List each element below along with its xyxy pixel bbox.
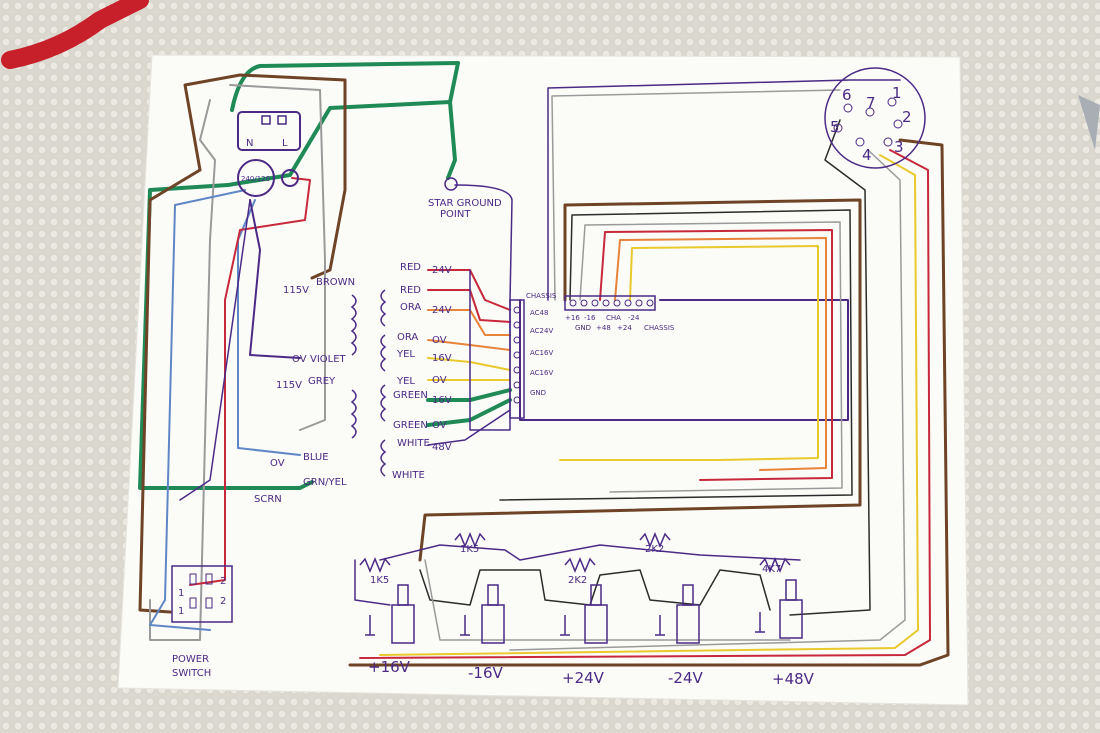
- sec-wire-1: RED: [400, 285, 421, 296]
- label-violet: VIOLET: [310, 354, 347, 365]
- switch-pin-1b: 1: [178, 606, 184, 617]
- sec-tap-0: 24V: [432, 265, 452, 276]
- resistors: [359, 532, 791, 573]
- label-brown: BROWN: [316, 277, 355, 288]
- power-switch: 1 2 1 2 POWER SWITCH: [171, 565, 233, 679]
- sec-wire-4: YEL: [396, 349, 415, 360]
- power-switch-label-2: SWITCH: [172, 668, 211, 679]
- scissors-blade: [1078, 95, 1100, 150]
- output-label-2: +24V: [562, 669, 605, 687]
- tb-left-2: AC24V: [530, 327, 553, 335]
- sec-wire-5: YEL: [396, 376, 415, 387]
- switch-pin-1a: 1: [178, 588, 184, 599]
- tb-left-1: AC48: [530, 309, 548, 317]
- xlr-pin-6: 6: [842, 86, 852, 104]
- label-grey: GREY: [308, 376, 336, 387]
- xlr-pin-7: 7: [866, 94, 876, 112]
- xlr-pin-4: 4: [862, 146, 872, 164]
- sec-tap-7: OV: [432, 420, 447, 431]
- label-blue: BLUE: [303, 452, 329, 463]
- tb-left-5: GND: [530, 389, 546, 397]
- sec-tap-5: OV: [432, 375, 447, 386]
- sec-tap-6: 16V: [432, 395, 452, 406]
- tb-top-1: -16: [584, 314, 596, 322]
- primary-labels: 115V BROWN OV VIOLET 115V GREY OV BLUE G…: [254, 277, 355, 505]
- tb-top-0: +16: [565, 314, 580, 322]
- label-ov-blue: OV: [270, 458, 285, 469]
- sec-tap-4: 16V: [432, 353, 452, 364]
- output-label-4: +48V: [772, 670, 815, 688]
- sec-wire-2: ORA: [400, 302, 421, 313]
- resistor-label-0: 1K5: [370, 575, 389, 586]
- tb-top-3: +48: [596, 324, 611, 332]
- resistor-labels: 1K5 1K5 2K2 2K2 4K7: [370, 544, 781, 586]
- sec-wire-9: WHITE: [392, 470, 425, 481]
- terminal-block-left: CHASSIS AC48 AC24V AC16V AC16V GND: [509, 292, 557, 419]
- sec-tap-8: 48V: [432, 442, 452, 453]
- xlr-pin-5: 5: [830, 118, 840, 136]
- label-scrn: SCRN: [254, 494, 282, 505]
- xlr-connector: 6 7 1 5 2 4 3: [824, 67, 926, 169]
- resistor-label-1: 1K5: [460, 544, 479, 555]
- xlr-pin-2: 2: [902, 108, 912, 126]
- label-115v-a: 115V: [283, 285, 309, 296]
- output-label-1: -16V: [468, 664, 503, 682]
- output-label-3: -24V: [668, 669, 703, 687]
- paper-sheet: [117, 54, 969, 706]
- resistor-label-4: 4K7: [762, 564, 781, 575]
- xlr-pin-1: 1: [892, 84, 902, 102]
- sec-tap-2: 24V: [432, 305, 452, 316]
- voltage-selector: 240/120: [237, 159, 299, 197]
- iec-n-label: N: [246, 138, 253, 149]
- tb-top-5: +24: [617, 324, 632, 332]
- sec-wire-3: ORA: [397, 332, 418, 343]
- iec-inlet: N L: [237, 111, 301, 151]
- tb-left-0: CHASSIS: [526, 292, 557, 300]
- resistor-label-2: 2K2: [568, 575, 587, 586]
- switch-pin-2b: 2: [220, 596, 226, 607]
- tb-top-6: -24: [628, 314, 640, 322]
- tb-top-4: CHA: [606, 314, 621, 322]
- wires: [138, 61, 950, 667]
- label-grn-yel: GRN/YEL: [303, 477, 347, 488]
- output-label-0: +16V: [368, 658, 411, 676]
- secondary-labels: RED 24V RED ORA 24V ORA OV YEL 16V YEL O…: [392, 262, 452, 481]
- sec-wire-7: GREEN: [393, 420, 428, 431]
- star-ground-point: STAR GROUND POINT: [428, 177, 502, 220]
- red-cable: [1, 0, 149, 69]
- label-115v-b: 115V: [276, 380, 302, 391]
- power-switch-label-1: POWER: [172, 654, 209, 665]
- resistor-label-3: 2K2: [645, 544, 664, 555]
- terminal-block-top: +16 -16 GND +48 CHA +24 -24 CHASSIS: [564, 295, 675, 332]
- xlr-pin-3: 3: [894, 138, 904, 156]
- switch-pin-2a: 2: [220, 576, 226, 587]
- sec-wire-0: RED: [400, 262, 421, 273]
- iec-l-label: L: [282, 138, 288, 149]
- output-labels: +16V -16V +24V -24V +48V: [368, 658, 815, 688]
- label-ov-violet: OV: [292, 354, 307, 365]
- transformer-coils: [350, 289, 387, 477]
- tb-top-2: GND: [575, 324, 591, 332]
- sec-wire-8: WHITE: [397, 438, 430, 449]
- star-ground-label-2: POINT: [440, 209, 471, 220]
- tb-top-7: CHASSIS: [644, 324, 675, 332]
- sec-tap-3: OV: [432, 335, 447, 346]
- regulators: [365, 579, 803, 644]
- sec-wire-6: GREEN: [393, 390, 428, 401]
- voltage-selector-label: 240/120: [241, 175, 270, 183]
- tb-left-4: AC16V: [530, 369, 553, 377]
- tb-left-3: AC16V: [530, 349, 553, 357]
- star-ground-label-1: STAR GROUND: [428, 198, 502, 209]
